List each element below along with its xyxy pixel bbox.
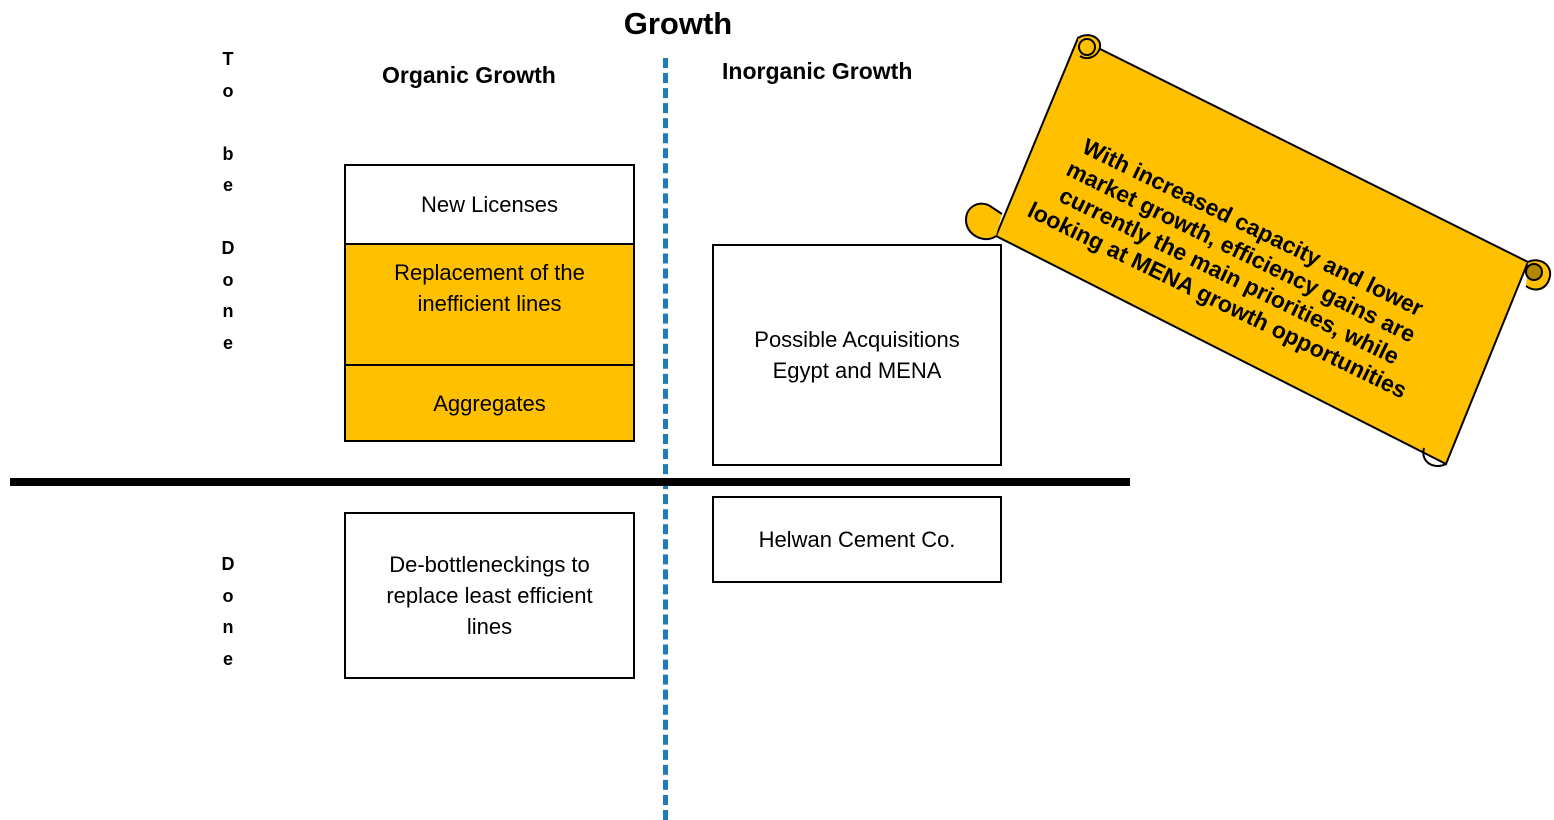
- debottlenecking-box: De-bottleneckings to replace least effic…: [344, 512, 635, 679]
- to-be-done-row-label: T o b e D o n e: [221, 49, 235, 353]
- row-divider: [10, 478, 1130, 486]
- aggregates-box: Aggregates: [344, 364, 635, 442]
- new-licenses-box: New Licenses: [344, 164, 635, 245]
- acquisitions-label: Possible Acquisitions Egypt and MENA: [754, 327, 960, 383]
- column-divider: [663, 58, 668, 820]
- debottlenecking-label: De-bottleneckings to replace least effic…: [386, 552, 593, 639]
- replacement-label: Replacement of the inefficient lines: [394, 260, 585, 316]
- new-licenses-label: New Licenses: [421, 192, 558, 217]
- diagram-title: Growth: [623, 6, 733, 41]
- inorganic-growth-header: Inorganic Growth: [722, 58, 913, 84]
- helwan-box: Helwan Cement Co.: [712, 496, 1002, 583]
- organic-growth-header: Organic Growth: [382, 62, 556, 88]
- acquisitions-box: Possible Acquisitions Egypt and MENA: [712, 244, 1002, 466]
- replacement-box: Replacement of the inefficient lines: [344, 243, 635, 366]
- helwan-label: Helwan Cement Co.: [758, 527, 956, 552]
- scroll-callout-shape: [964, 34, 1551, 467]
- aggregates-label: Aggregates: [433, 390, 546, 416]
- done-row-label: D o n e: [221, 554, 235, 669]
